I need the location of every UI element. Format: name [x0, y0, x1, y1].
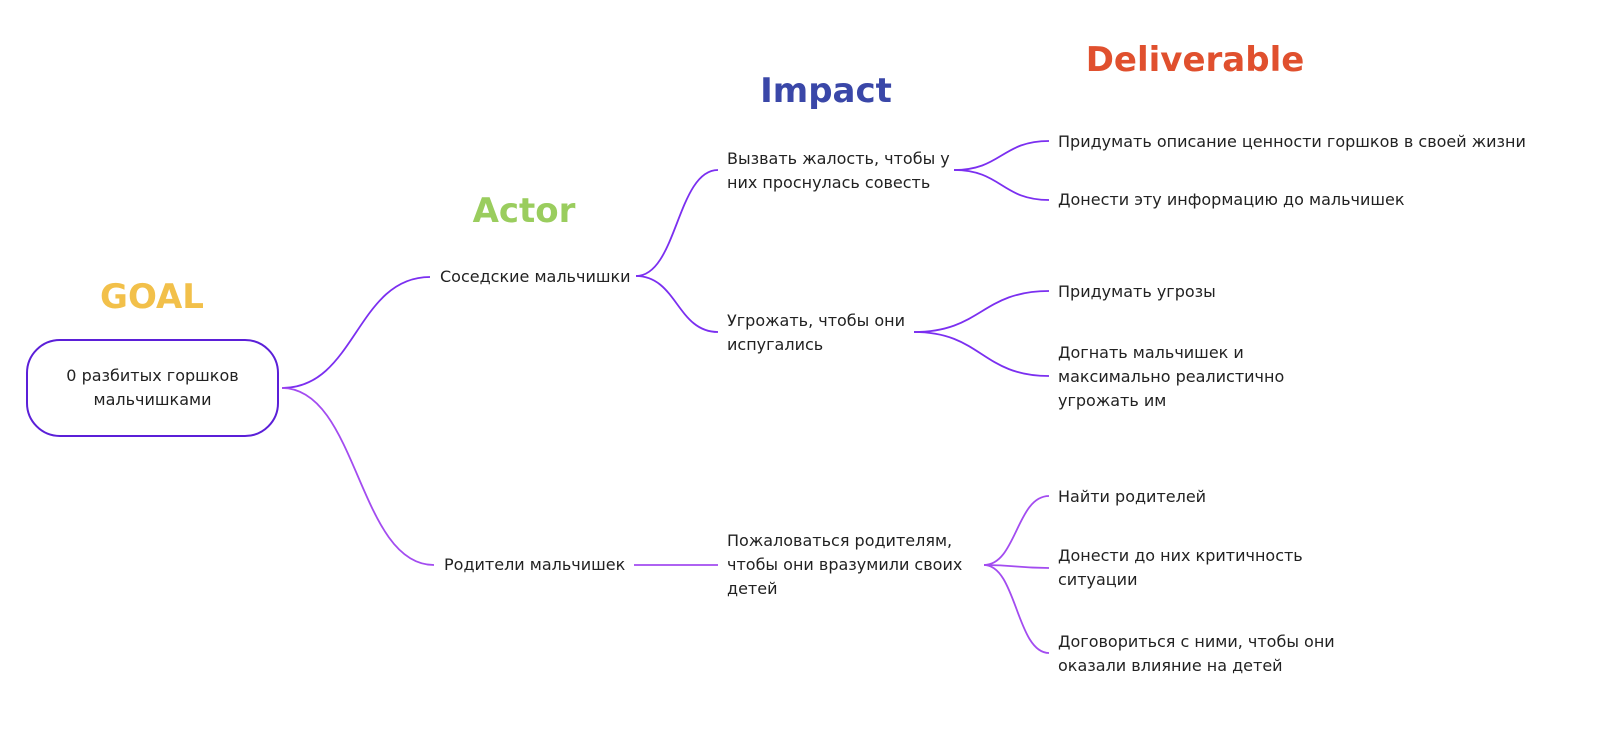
- deliverable-node[interactable]: Придумать угрозы: [1058, 282, 1216, 301]
- connector-line: [983, 495, 1050, 566]
- deliverable-node[interactable]: Донести до них критичность ситуации: [1058, 546, 1303, 589]
- impact-node[interactable]: Пожаловаться родителям, чтобы они вразум…: [727, 531, 963, 598]
- actor-node[interactable]: Родители мальчишек: [444, 555, 626, 574]
- connector-line: [635, 169, 719, 277]
- deliverable-node[interactable]: Догнать мальчишек и максимально реалисти…: [1058, 343, 1285, 410]
- deliverable-node[interactable]: Придумать описание ценности горшков в св…: [1058, 132, 1526, 151]
- connector-line: [281, 276, 431, 389]
- heading-deliverable: Deliverable: [1085, 40, 1305, 80]
- connector-line: [635, 275, 719, 333]
- connector-line: [983, 564, 1050, 569]
- impact-node[interactable]: Угрожать, чтобы они испугались: [727, 311, 906, 354]
- heading-actor: Actor: [472, 191, 576, 231]
- deliverable-node[interactable]: Договориться с ними, чтобы они оказали в…: [1058, 632, 1335, 675]
- connector-line: [983, 564, 1050, 654]
- connector-line: [913, 290, 1050, 333]
- goal-node[interactable]: 0 разбитых горшков мальчишками: [26, 339, 279, 437]
- connector-line: [953, 169, 1050, 201]
- deliverable-node[interactable]: Донести эту информацию до мальчишек: [1058, 190, 1405, 209]
- heading-goal: GOAL: [100, 277, 204, 317]
- goal-label: 0 разбитых горшков мальчишками: [66, 366, 239, 409]
- deliverable-node[interactable]: Найти родителей: [1058, 487, 1207, 506]
- connector-line: [913, 331, 1050, 377]
- impact-node[interactable]: Вызвать жалость, чтобы у них проснулась …: [727, 149, 950, 192]
- actor-node[interactable]: Соседские мальчишки: [440, 267, 631, 286]
- connector-line: [281, 387, 435, 566]
- heading-impact: Impact: [760, 71, 892, 111]
- connector-line: [953, 140, 1050, 171]
